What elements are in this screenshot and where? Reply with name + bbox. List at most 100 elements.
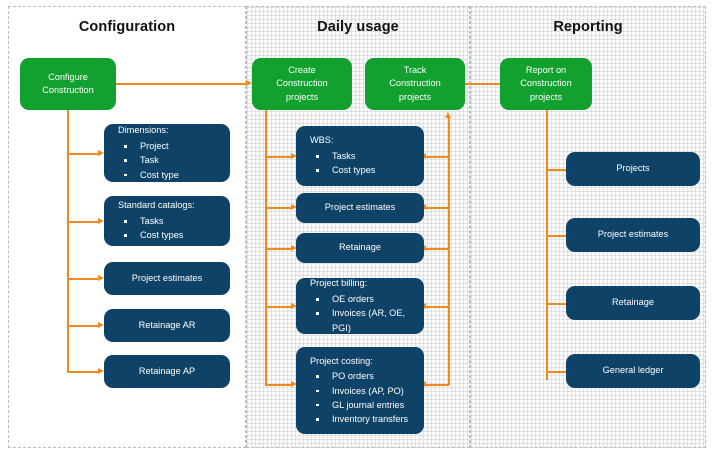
connector-config-to-project-estimates [67, 278, 98, 280]
node-retainage-ar[interactable]: Retainage AR [104, 309, 230, 342]
node-retainage-ap[interactable]: Retainage AP [104, 355, 230, 388]
node-track-construction-projects[interactable]: Track Construction projects [365, 58, 465, 110]
connector-track-to-report [465, 83, 500, 85]
node-configure-construction-line2: Construction [42, 85, 94, 95]
node-create-line3: projects [285, 91, 319, 102]
node-configure-construction[interactable]: Configure Construction [20, 58, 116, 110]
node-dimensions[interactable]: Dimensions: Project Task Cost type [104, 124, 230, 182]
node-create-line2: Construction [276, 78, 328, 89]
node-create-construction-projects[interactable]: Create Construction projects [252, 58, 352, 110]
connector-create-to-project-estimates [265, 207, 291, 209]
node-dimensions-list: Project Task Cost type [118, 139, 230, 182]
list-item: OE orders [310, 292, 424, 306]
connector-track-to-retainage [426, 248, 449, 250]
node-create-line1: Create [288, 64, 316, 75]
list-item: Cost types [118, 228, 230, 242]
connector-config-to-retainage-ap [67, 371, 98, 373]
list-item: Tasks [118, 214, 230, 228]
node-wbs-head: WBS: [310, 135, 334, 146]
node-rep-general-ledger[interactable]: General ledger [566, 354, 700, 388]
node-project-costing-head: Project costing: [310, 355, 373, 366]
node-track-line2: Construction [389, 78, 441, 89]
list-item: Invoices (AP, PO) [310, 384, 424, 398]
column-title-daily-usage: Daily usage [317, 19, 399, 35]
node-rep-project-estimates-label: Project estimates [597, 229, 669, 240]
connector-track-to-project-costing [426, 384, 449, 386]
arrowhead-create-to-project-estimates [291, 204, 297, 210]
connector-report-to-retainage [546, 303, 572, 305]
list-item: Inventory transfers [310, 412, 424, 426]
node-project-costing-list: PO orders Invoices (AP, PO) GL journal e… [310, 369, 424, 426]
column-title-reporting: Reporting [553, 19, 623, 35]
node-project-costing[interactable]: Project costing: PO orders Invoices (AP,… [296, 347, 424, 434]
node-standard-catalogs-head: Standard catalogs: [118, 200, 195, 211]
arrowhead-create-to-retainage [291, 245, 297, 251]
node-project-billing[interactable]: Project billing: OE orders Invoices (AR,… [296, 278, 424, 334]
node-daily-retainage[interactable]: Retainage [296, 233, 424, 263]
column-title-configuration: Configuration [78, 19, 176, 35]
node-daily-retainage-label: Retainage [339, 242, 381, 253]
arrowhead-create-to-project-costing [291, 381, 297, 387]
node-rep-general-ledger-label: General ledger [602, 365, 664, 376]
node-rep-retainage[interactable]: Retainage [566, 286, 700, 320]
node-retainage-ar-label: Retainage AR [138, 319, 196, 330]
node-rep-retainage-label: Retainage [612, 297, 654, 308]
node-configure-construction-line1: Configure [48, 71, 88, 82]
list-item: Tasks [310, 149, 424, 163]
node-daily-project-estimates[interactable]: Project estimates [296, 193, 424, 223]
node-wbs-list: Tasks Cost types [310, 149, 424, 178]
list-item: Invoices (AR, OE, PGI) [310, 306, 424, 335]
connector-config-spine [67, 110, 69, 373]
node-track-line3: projects [398, 91, 432, 102]
node-wbs[interactable]: WBS: Tasks Cost types [296, 126, 424, 186]
connector-config-to-retainage-ar [67, 325, 98, 327]
connector-create-to-wbs [265, 156, 291, 158]
connector-report-to-general-ledger [546, 371, 572, 373]
connector-track-to-project-billing [426, 306, 449, 308]
connector-report-spine [546, 110, 548, 380]
arrowhead-config-to-standard-catalogs [98, 218, 104, 224]
node-report-line1: Report on [525, 64, 567, 75]
arrowhead-configure-to-create [246, 79, 252, 86]
node-config-project-estimates[interactable]: Project estimates [104, 262, 230, 295]
node-rep-project-estimates[interactable]: Project estimates [566, 218, 700, 252]
connector-report-to-project-estimates [546, 235, 572, 237]
node-daily-project-estimates-label: Project estimates [324, 202, 396, 213]
node-report-line3: projects [529, 91, 563, 102]
connector-config-to-standard-catalogs [67, 221, 98, 223]
node-rep-projects-label: Projects [616, 163, 650, 174]
connector-create-to-retainage [265, 248, 291, 250]
list-item: PO orders [310, 369, 424, 383]
connector-daily-left-spine [265, 110, 267, 385]
node-dimensions-head: Dimensions: [118, 125, 169, 136]
arrowhead-config-to-dimensions [98, 150, 104, 156]
node-project-billing-list: OE orders Invoices (AR, OE, PGI) [310, 292, 424, 335]
arrowhead-create-to-project-billing [291, 303, 297, 309]
node-standard-catalogs[interactable]: Standard catalogs: Tasks Cost types [104, 196, 230, 246]
connector-daily-right-spine [448, 118, 450, 385]
arrowhead-costing-to-track [444, 112, 451, 118]
node-project-billing-head: Project billing: [310, 278, 368, 289]
list-item: Task [118, 153, 230, 167]
connector-configure-to-create [116, 83, 246, 85]
node-standard-catalogs-list: Tasks Cost types [118, 214, 230, 243]
node-retainage-ap-label: Retainage AP [138, 365, 196, 376]
list-item: GL journal entries [310, 398, 424, 412]
node-config-project-estimates-label: Project estimates [131, 272, 203, 283]
arrowhead-create-to-wbs [291, 153, 297, 159]
connector-track-to-project-estimates [426, 207, 449, 209]
list-item: Project [118, 139, 230, 153]
arrowhead-config-to-project-estimates [98, 275, 104, 281]
arrowhead-config-to-retainage-ap [98, 368, 104, 374]
connector-config-to-dimensions [67, 153, 98, 155]
list-item: Cost types [310, 163, 424, 177]
connector-track-to-wbs [426, 156, 449, 158]
arrowhead-config-to-retainage-ar [98, 322, 104, 328]
connector-create-to-project-costing [265, 384, 291, 386]
node-report-on-construction-projects[interactable]: Report on Construction projects [500, 58, 592, 110]
node-rep-projects[interactable]: Projects [566, 152, 700, 186]
connector-report-to-projects [546, 169, 572, 171]
list-item: Cost type [118, 168, 230, 182]
connector-create-to-project-billing [265, 306, 291, 308]
